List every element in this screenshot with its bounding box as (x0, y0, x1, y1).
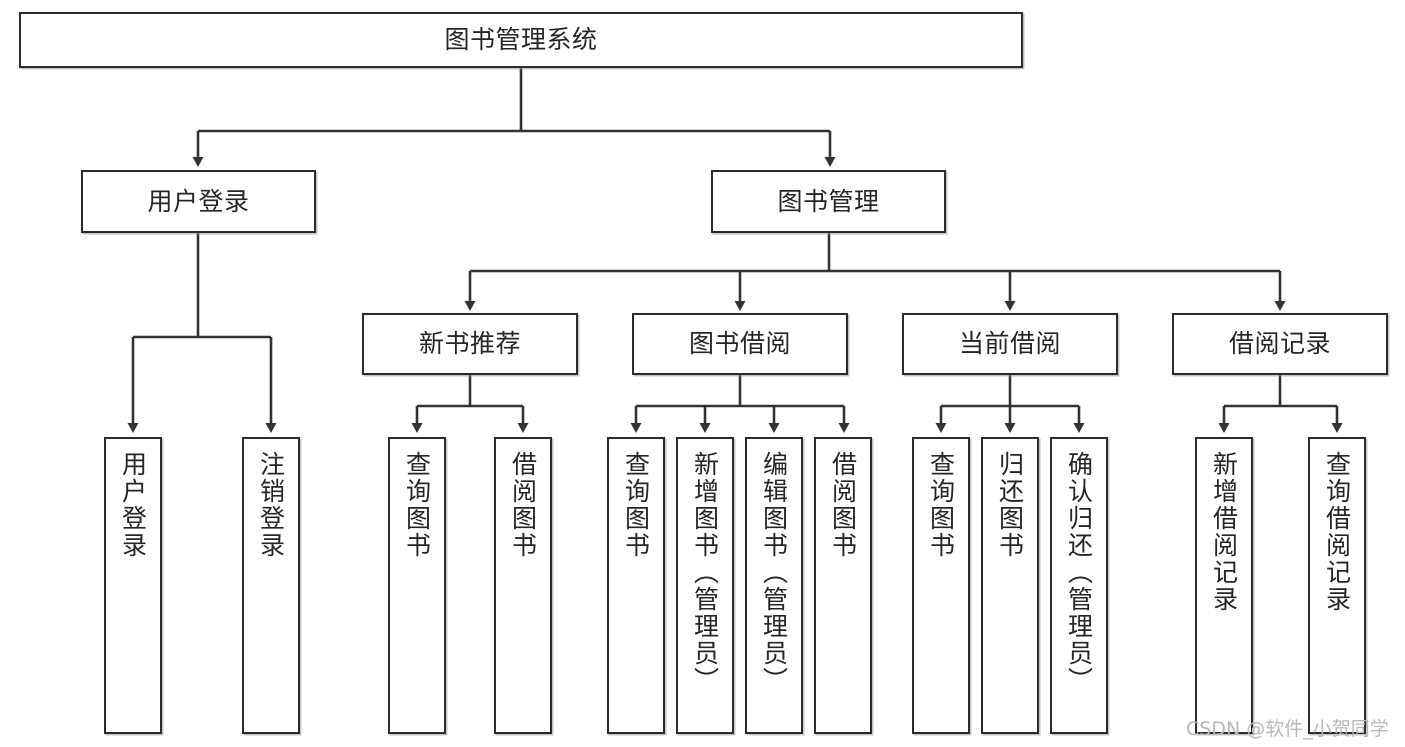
node-current-borrow[interactable]: 当前借阅 (902, 313, 1118, 375)
leaf-edit-book-admin[interactable]: 编辑图书（管理员） (745, 437, 803, 734)
node-label: 当前借阅 (958, 329, 1061, 359)
node-label: 查询借阅记录 (1322, 451, 1352, 613)
leaf-add-book-admin[interactable]: 新增图书（管理员） (676, 437, 734, 734)
node-label: 图书借阅 (688, 329, 791, 359)
leaf-logout[interactable]: 注销登录 (242, 437, 300, 734)
node-label: 用户登录 (147, 186, 250, 216)
leaf-borrow-book-recommend[interactable]: 借阅图书 (494, 437, 552, 734)
node-label: 查询图书 (402, 451, 432, 559)
node-label: 用户登录 (118, 451, 148, 559)
node-book-management[interactable]: 图书管理 (711, 170, 946, 233)
node-label: 归还图书 (995, 451, 1025, 559)
node-root-system[interactable]: 图书管理系统 (19, 12, 1023, 68)
node-label: 新书推荐 (418, 329, 521, 359)
node-label: 查询图书 (926, 451, 956, 559)
node-label: 新增图书（管理员） (690, 451, 720, 694)
node-label: 图书管理系统 (444, 25, 598, 55)
node-label: 确认归还（管理员） (1064, 451, 1094, 694)
node-label: 查询图书 (621, 451, 651, 559)
leaf-borrow-book[interactable]: 借阅图书 (814, 437, 872, 734)
leaf-query-book-borrow[interactable]: 查询图书 (607, 437, 665, 734)
node-new-book-recommend[interactable]: 新书推荐 (362, 313, 578, 375)
node-label: 借阅图书 (508, 451, 538, 559)
leaf-return-book[interactable]: 归还图书 (981, 437, 1039, 734)
leaf-query-book-current[interactable]: 查询图书 (912, 437, 970, 734)
node-borrow-records[interactable]: 借阅记录 (1172, 313, 1388, 375)
leaf-query-borrow-record[interactable]: 查询借阅记录 (1308, 437, 1366, 734)
leaf-add-borrow-record[interactable]: 新增借阅记录 (1195, 437, 1253, 734)
leaf-user-login[interactable]: 用户登录 (104, 437, 162, 734)
leaf-confirm-return-admin[interactable]: 确认归还（管理员） (1050, 437, 1108, 734)
node-label: 新增借阅记录 (1209, 451, 1239, 613)
node-book-borrow[interactable]: 图书借阅 (632, 313, 848, 375)
node-label: 图书管理 (777, 186, 880, 216)
node-label: 借阅记录 (1228, 329, 1331, 359)
leaf-query-book-recommend[interactable]: 查询图书 (388, 437, 446, 734)
node-label: 注销登录 (256, 451, 286, 559)
node-label: 编辑图书（管理员） (759, 451, 789, 694)
csdn-watermark: CSDN @软件_小贺同学 (1186, 718, 1389, 740)
node-user-login[interactable]: 用户登录 (81, 170, 316, 233)
node-label: 借阅图书 (828, 451, 858, 559)
